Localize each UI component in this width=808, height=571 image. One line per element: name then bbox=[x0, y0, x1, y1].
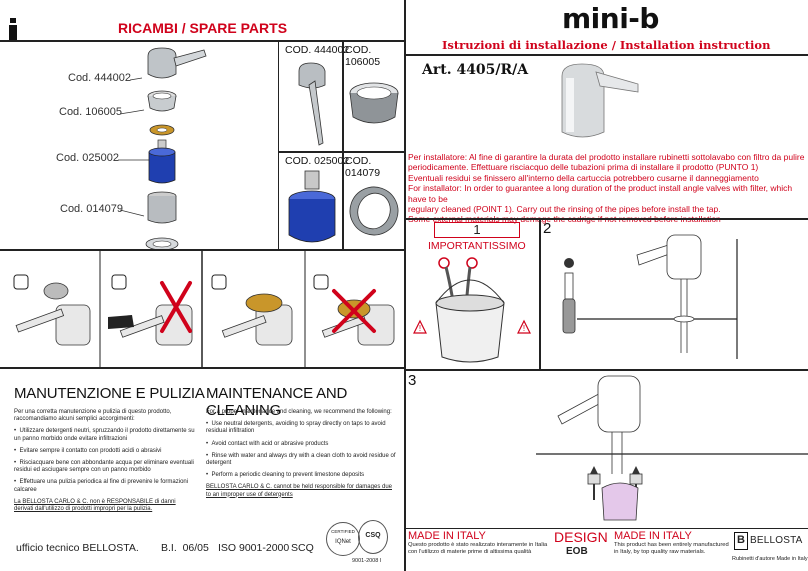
spare-parts-title: RICAMBI / SPARE PARTS bbox=[118, 20, 288, 36]
flushing-bucket-image: ! ! bbox=[413, 257, 531, 363]
right-page: mini-b Istruzioni di installazione / Ins… bbox=[406, 0, 808, 571]
cert-badge-csq: CSQ bbox=[358, 520, 388, 554]
maintenance-en-disclaimer: BELLOSTA CARLO & C. cannot be held respo… bbox=[206, 484, 392, 498]
label-025002: Cod. 025002 bbox=[56, 152, 119, 164]
bellosta-logo: B BELLOSTA bbox=[734, 532, 806, 552]
made-in-italy-en-title: MADE IN ITALY bbox=[614, 530, 692, 542]
maintenance-it-title: MANUTENZIONE E PULIZIA bbox=[14, 385, 205, 402]
bellosta-caption: Rubinetti d'autore Made in Italy bbox=[732, 556, 808, 562]
exploded-view-drawing bbox=[118, 47, 207, 251]
maintenance-en-block: For a proper maintenance and cleaning, w… bbox=[206, 409, 396, 499]
step-1-label: IMPORTANTISSIMO bbox=[428, 240, 526, 252]
maintenance-it-bullet: • Utilizzare detergenti neutri, spruzzan… bbox=[14, 428, 195, 442]
bellosta-logo-name: BELLOSTA bbox=[750, 535, 803, 546]
cell-title-444002: COD. 444002 bbox=[285, 44, 350, 56]
step-1-panel: 1 IMPORTANTISSIMO ! ! bbox=[406, 219, 539, 369]
maintenance-en-title: MAINTENANCE AND CLEANING bbox=[206, 385, 348, 419]
step-2-drawing bbox=[562, 234, 738, 359]
design-sub: EOB bbox=[566, 546, 588, 557]
footer-office: ufficio tecnico BELLOSTA. bbox=[16, 542, 139, 554]
article-number: Art. 4405/R/A bbox=[422, 62, 529, 78]
label-444002: Cod. 444002 bbox=[68, 72, 131, 84]
maintenance-it-disclaimer: La BELLOSTA CARLO & C. non è RESPONSABIL… bbox=[14, 498, 176, 513]
product-image bbox=[561, 63, 639, 138]
maintenance-en-bullet: • Avoid contact with acid or abrasive pr… bbox=[206, 440, 329, 447]
cert-code: 9001-2008 I bbox=[352, 558, 382, 564]
maintenance-it-bullet: • Risciacquare bene con abbondante acqua… bbox=[14, 460, 194, 474]
footer-scq: SCQ bbox=[291, 542, 314, 554]
page-fold bbox=[404, 0, 406, 571]
step-3-panel: 3 bbox=[406, 370, 808, 528]
cap-ring-part-image bbox=[349, 82, 399, 124]
brand-mark bbox=[6, 18, 20, 40]
design-title: DESIGN bbox=[554, 529, 608, 545]
maintenance-en-bullet: • Perform a periodic cleaning to prevent… bbox=[206, 472, 365, 479]
step-3-number: 3 bbox=[408, 372, 417, 389]
maintenance-it-block: Per una corretta manutenzione e pulizia … bbox=[14, 409, 196, 513]
base-ring-part-image bbox=[349, 186, 399, 236]
label-014079: Cod. 014079 bbox=[60, 203, 123, 215]
made-in-italy-en-text: This product has been entirely manufactu… bbox=[614, 542, 729, 556]
made-in-italy-it-text: Questo prodotto è stato realizzato inter… bbox=[408, 542, 548, 556]
step-1-number-box: 1 bbox=[434, 222, 520, 238]
installation-subtitle: Istruzioni di installazione / Installati… bbox=[442, 38, 771, 52]
product-logo: mini-b bbox=[562, 2, 659, 35]
handle-part-image bbox=[298, 62, 326, 146]
maintenance-en-intro: For a proper maintenance and cleaning, w… bbox=[206, 409, 392, 415]
maintenance-it-bullet: • Evitare sempre il contatto con prodott… bbox=[14, 447, 162, 454]
maintenance-pictograms bbox=[13, 251, 395, 367]
made-in-italy-it-title: MADE IN ITALY bbox=[408, 530, 486, 542]
step-2-panel: 2 bbox=[541, 219, 808, 369]
step-2-number: 2 bbox=[543, 220, 552, 237]
maintenance-it-bullet: • Effettuare una pulizia periodica al fi… bbox=[14, 479, 189, 493]
cell-title-014079: COD. 014079 bbox=[345, 155, 381, 179]
label-106005: Cod. 106005 bbox=[59, 106, 122, 118]
svg-text:!: ! bbox=[523, 324, 525, 333]
svg-text:!: ! bbox=[419, 324, 421, 333]
parts-grid: COD. 444002 COD. 106005 COD. 025002 COD.… bbox=[278, 41, 405, 249]
left-page: RICAMBI / SPARE PARTS Cod. 444002 Cod. 1… bbox=[0, 18, 405, 564]
cell-title-025002: COD. 025002 bbox=[285, 155, 350, 167]
bellosta-logo-letter: B bbox=[734, 532, 748, 550]
cell-title-106005: COD. 106005 bbox=[345, 44, 381, 68]
cert-badge-iqnet: CERTIFIED IQNet bbox=[326, 522, 360, 556]
step-3-drawing bbox=[536, 375, 808, 521]
step-1-number: 1 bbox=[473, 222, 481, 237]
cartridge-part-image bbox=[288, 170, 336, 243]
installer-note: Per installatore: Al fine di garantire l… bbox=[408, 152, 805, 224]
footer-bi: B.I. 06/05 bbox=[161, 542, 209, 554]
maintenance-en-bullet: • Rinse with water and always dry with a… bbox=[206, 452, 396, 467]
maintenance-it-intro: Per una corretta manutenzione e pulizia … bbox=[14, 409, 172, 423]
maintenance-en-bullet: • Use neutral detergents, avoiding to sp… bbox=[206, 421, 386, 435]
footer-iso: ISO 9001-2000 bbox=[218, 542, 290, 554]
